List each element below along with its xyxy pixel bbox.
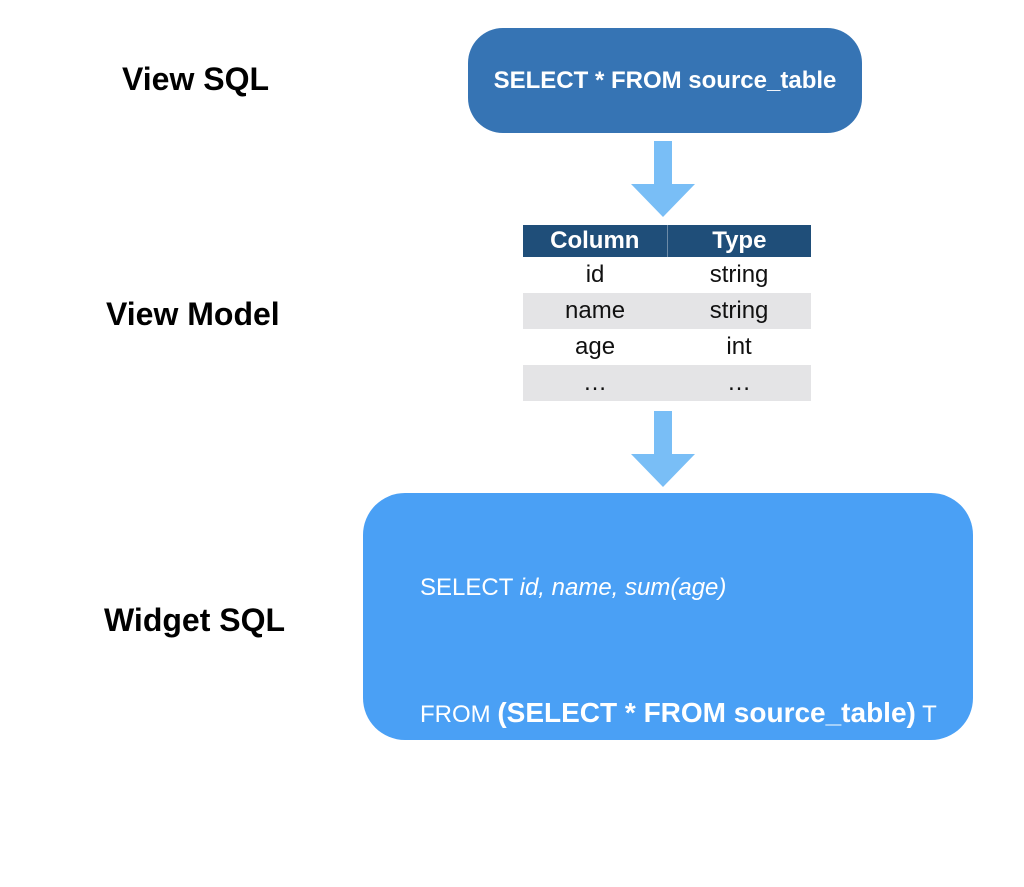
diagram-canvas: View SQL View Model Widget SQL SELECT * …: [104, 28, 973, 855]
down-arrow-icon: [631, 141, 695, 217]
sql-keyword: GROUP BY: [420, 828, 553, 855]
view-sql-text: SELECT * FROM source_table: [493, 66, 837, 94]
sql-keyword: SELECT: [420, 574, 520, 601]
table-header-type: Type: [667, 225, 811, 257]
sql-bold-fragment: (SELECT * FROM source_table): [497, 697, 916, 728]
view-model-label: View Model: [106, 296, 280, 332]
widget-sql-line-groupby: GROUP BY id, name: [380, 795, 953, 887]
view-sql-label: View SQL: [122, 61, 270, 97]
widget-sql-box: SELECT id, name, sum(age) FROM (SELECT *…: [363, 493, 973, 855]
table-row: name string: [523, 293, 811, 329]
down-arrow-shape: [631, 141, 695, 217]
down-arrow-shape: [631, 411, 695, 487]
table-header-row: Column Type: [523, 225, 811, 257]
table-header-column: Column: [523, 225, 668, 257]
sql-keyword: FROM: [420, 701, 498, 728]
sql-italic-fragment: id, name: [552, 828, 645, 855]
down-arrow-icon: [631, 411, 695, 487]
sql-suffix: T: [915, 701, 937, 728]
widget-sql-line-select: SELECT id, name, sum(age): [380, 541, 953, 633]
table-cell-column: name: [523, 293, 668, 329]
table-cell-column: …: [523, 365, 668, 401]
view-sql-box: SELECT * FROM source_table: [468, 28, 862, 133]
widget-sql-line-from: FROM (SELECT * FROM source_table) T: [380, 668, 953, 760]
view-model-table: Column Type id string name string age in…: [523, 225, 811, 401]
table-cell-type: string: [667, 293, 811, 329]
table-cell-type: int: [667, 329, 811, 365]
table-cell-type: …: [667, 365, 811, 401]
table-row: … …: [523, 365, 811, 401]
table-row: age int: [523, 329, 811, 365]
table-cell-column: id: [523, 257, 668, 293]
widget-sql-label: Widget SQL: [104, 602, 286, 638]
sql-italic-fragment: id, name, sum(age): [519, 574, 727, 601]
table-row: id string: [523, 257, 811, 293]
table-cell-type: string: [667, 257, 811, 293]
table-cell-column: age: [523, 329, 668, 365]
